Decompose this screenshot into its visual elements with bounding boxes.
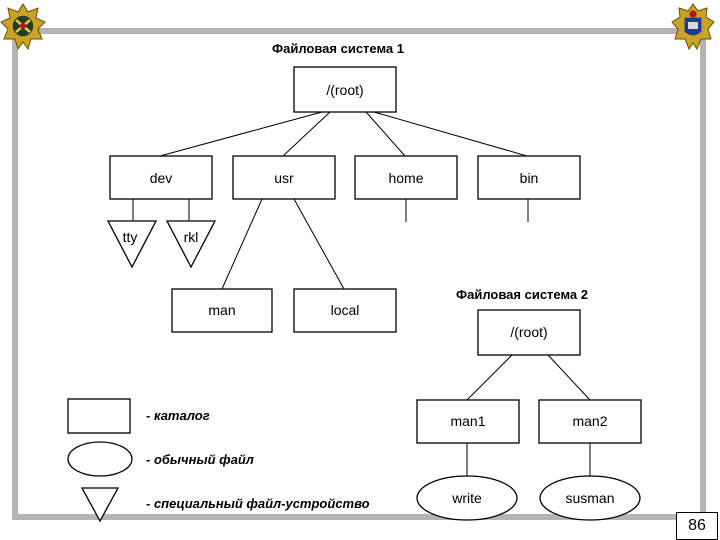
dir-node-home: home [354,155,458,200]
legend-file-text: - обычный файл [146,452,254,467]
page-number: 86 [676,512,718,540]
dir-label-home: home [388,170,423,186]
legend-device-text: - специальный файл-устройство [146,496,370,511]
fs1-root-node: /(root) [293,66,397,113]
dir-label-bin: bin [520,170,539,186]
file-node-susman: susman [539,475,641,521]
fs2-links [466,354,591,476]
dir-label-local: local [331,302,360,318]
dir-node-local: local [293,288,397,333]
file-label-write: write [451,490,482,506]
dir-label-man2: man2 [572,413,607,429]
frame-top-bar [12,28,706,34]
fs2-root-label: /(root) [510,324,547,340]
fs1-title: Файловая система 1 [272,41,404,56]
dir-label-man: man [208,302,235,318]
frame-right-bar [700,34,706,520]
device-node-tty: tty [106,220,158,269]
dir-label-usr: usr [274,170,294,186]
fs1-links [132,111,529,290]
device-node-rkl: rkl [165,220,217,269]
dir-node-bin: bin [477,155,581,200]
academy-crest-icon [671,3,715,51]
device-label-rkl: rkl [184,229,199,245]
frame-bottom-bar [12,514,706,520]
military-emblem-icon [0,3,46,51]
dir-node-usr: usr [232,155,336,200]
device-label-tty: tty [123,229,138,245]
file-label-susman: susman [565,490,614,506]
fs2-root-node: /(root) [477,309,581,356]
frame-left-bar [12,34,18,520]
file-node-write: write [416,475,518,521]
legend-directory-text: - каталог [146,408,210,423]
dir-label-dev: dev [150,170,173,186]
dir-node-man2: man2 [538,399,642,444]
legend-file-symbol [67,441,133,477]
legend-device-symbol [80,487,120,523]
fs1-root-label: /(root) [326,82,363,98]
legend-directory-symbol [67,398,131,434]
dir-label-man1: man1 [450,413,485,429]
dir-node-man1: man1 [416,399,520,444]
dir-node-man: man [171,288,273,333]
dir-node-dev: dev [109,155,213,200]
legend: - каталог - обычный файл - специальный ф… [67,398,370,523]
fs2-title: Файловая система 2 [456,287,588,302]
